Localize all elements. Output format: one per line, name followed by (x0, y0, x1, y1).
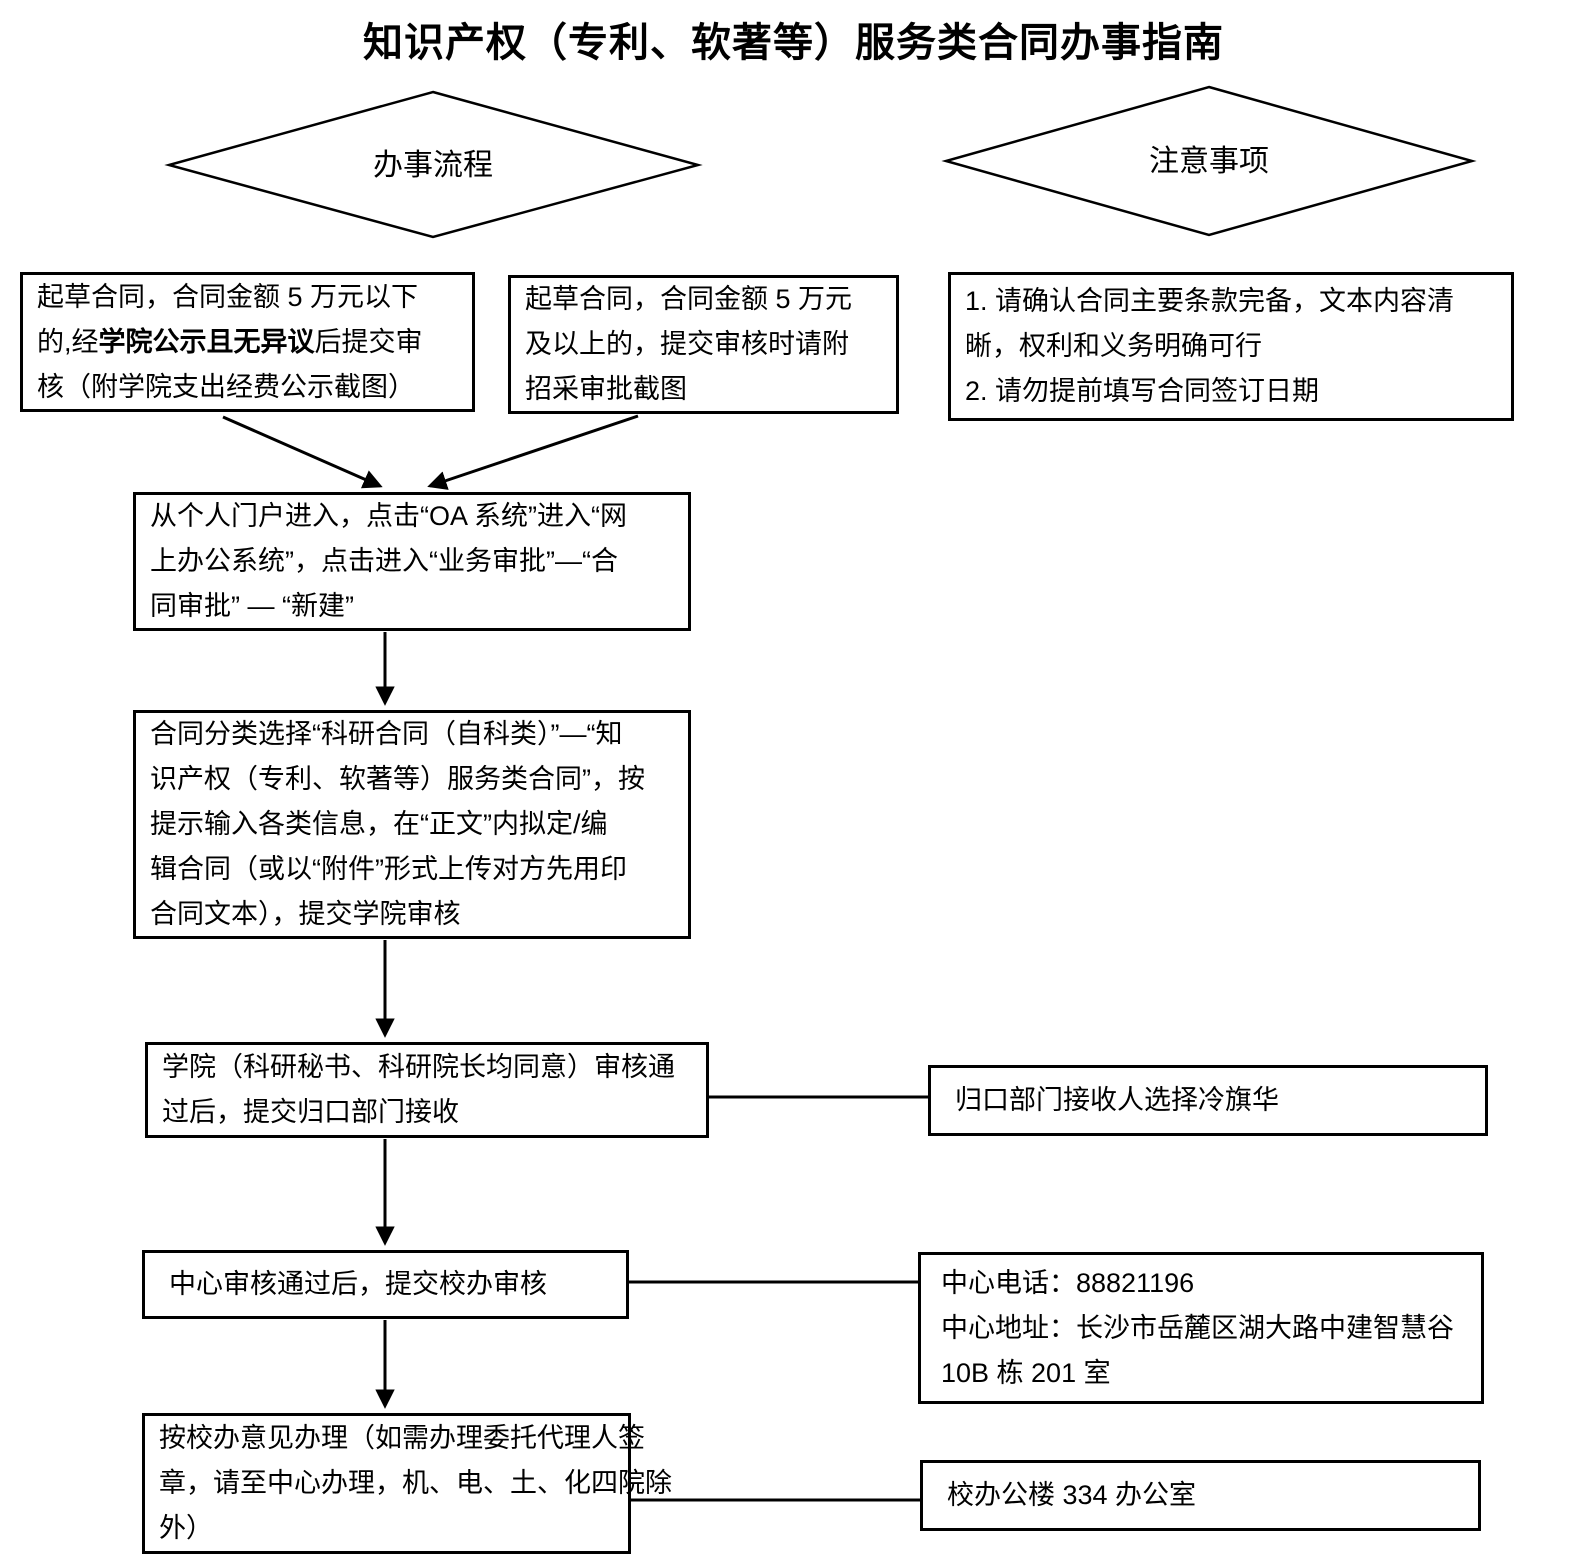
notes-line2: 晰，权利和义务明确可行 (965, 331, 1262, 361)
step-center-review: 中心审核通过后，提交校办审核 (142, 1250, 629, 1319)
arrow-under50k-to-oa (222, 415, 383, 489)
process-diamond-label: 办事流程 (373, 149, 493, 182)
step-category-select-line2: 识产权（专利、软著等）服务类合同”，按 (150, 764, 645, 794)
step-oa-entry-line2: 上办公系统”，点击进入“业务审批”—“合 (150, 546, 618, 576)
step-school-office: 按校办意见办理（如需办理委托代理人签 章，请至中心办理，机、电、土、化四院除 外… (142, 1413, 672, 1554)
side-receiver-text: 归口部门接收人选择冷旗华 (955, 1085, 1279, 1115)
center-address-line1: 中心地址：长沙市岳麓区湖大路中建智慧谷 (941, 1312, 1454, 1343)
arrow-over50k-to-oa (427, 414, 639, 490)
side-office-location-box: 校办公楼 334 办公室 (920, 1460, 1481, 1531)
line2-prefix: 的,经 (37, 326, 99, 357)
step-category-select-line4: 辑合同（或以“附件”形式上传对方先用印 (150, 854, 627, 884)
step-draft-under-50k-line1: 起草合同，合同金额 5 万元以下 (37, 281, 419, 312)
step-oa-entry-line3: 同审批” — “新建” (150, 591, 354, 621)
step-draft-over-50k-line2: 及以上的，提交审核时请附 (525, 329, 849, 359)
notes-line1: 1. 请确认合同主要条款完备，文本内容清 (965, 286, 1455, 316)
side-receiver-box: 归口部门接收人选择冷旗华 (928, 1065, 1488, 1136)
step-draft-over-50k: 起草合同，合同金额 5 万元 及以上的，提交审核时请附 招采审批截图 (508, 275, 899, 414)
step-school-office-line1: 按校办意见办理（如需办理委托代理人签 (159, 1423, 645, 1453)
step-draft-over-50k-line1: 起草合同，合同金额 5 万元 (525, 284, 853, 314)
step-school-office-line2: 章，请至中心办理，机、电、土、化四院除 (159, 1468, 672, 1498)
step-oa-entry: 从个人门户进入，点击“OA 系统”进入“网 上办公系统”，点击进入“业务审批”—… (133, 492, 691, 631)
step-oa-entry-line1: 从个人门户进入，点击“OA 系统”进入“网 (150, 501, 627, 531)
step-draft-under-50k-line2: 的,经学院公示且无异议后提交审 (37, 320, 458, 365)
center-address-line2: 10B 栋 201 室 (941, 1357, 1111, 1388)
side-center-contact-box: 中心电话：88821196 中心地址：长沙市岳麓区湖大路中建智慧谷 10B 栋 … (918, 1252, 1484, 1404)
notes-line3: 2. 请勿提前填写合同签订日期 (965, 376, 1320, 406)
step-draft-over-50k-line3: 招采审批截图 (525, 374, 687, 404)
center-phone: 中心电话：88821196 (941, 1267, 1195, 1298)
step-center-review-text: 中心审核通过后，提交校办审核 (169, 1269, 547, 1299)
notes-box: 1. 请确认合同主要条款完备，文本内容清 晰，权利和义务明确可行 2. 请勿提前… (948, 272, 1514, 421)
notes-diamond (941, 85, 1477, 237)
step-category-select-line1: 合同分类选择“科研合同（自科类）”—“知 (150, 719, 623, 749)
page-title: 知识产权（专利、软著等）服务类合同办事指南 (363, 21, 1224, 65)
step-school-office-line3: 外） (159, 1513, 213, 1543)
step-draft-under-50k-line3: 核（附学院支出经费公示截图） (37, 371, 415, 402)
step-category-select-line3: 提示输入各类信息，在“正文”内拟定/编 (150, 809, 608, 839)
step-college-review-line2: 过后，提交归口部门接收 (162, 1097, 459, 1127)
side-office-location-text: 校办公楼 334 办公室 (947, 1480, 1197, 1510)
process-diamond (164, 90, 703, 239)
step-category-select: 合同分类选择“科研合同（自科类）”—“知 识产权（专利、软著等）服务类合同”，按… (133, 710, 691, 939)
line2-bold-phrase: 学院公示且无异议 (98, 326, 315, 357)
step-college-review-line1: 学院（科研秘书、科研院长均同意）审核通 (162, 1052, 675, 1082)
step-college-review: 学院（科研秘书、科研院长均同意）审核通 过后，提交归口部门接收 (145, 1042, 709, 1138)
line2-suffix: 后提交审 (314, 326, 423, 357)
step-draft-under-50k: 起草合同，合同金额 5 万元以下 的,经学院公示且无异议后提交审 核（附学院支出… (20, 272, 475, 412)
notes-diamond-label: 注意事项 (1149, 145, 1269, 178)
step-category-select-line5: 合同文本），提交学院审核 (150, 899, 461, 929)
